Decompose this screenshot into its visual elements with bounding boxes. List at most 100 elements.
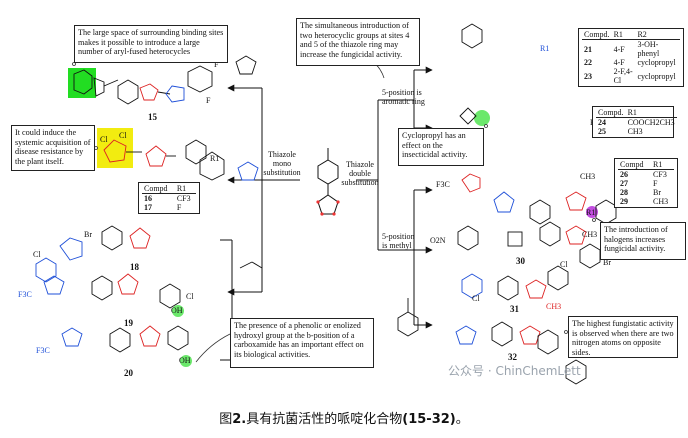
compound-number: 18 <box>130 262 139 272</box>
table-cell: 3-OH-phenyl <box>637 40 660 58</box>
atom-label: Cl <box>560 260 568 269</box>
compound-number: 15 <box>148 112 157 122</box>
atom-label: CH3 <box>580 172 596 181</box>
note-systemic-resistance: It could induce the systemic acquisition… <box>11 125 95 171</box>
table-header: Compd. <box>596 108 626 118</box>
table-row: 29 CH3 <box>618 197 674 206</box>
note-cyclopropyl: Cyclopropyl has an effect on the insecti… <box>398 128 484 166</box>
table-cell: 26 <box>620 170 628 179</box>
compound-number: 32 <box>508 352 517 362</box>
table-header: R1 <box>651 160 674 170</box>
table-header: Compd <box>142 184 175 194</box>
table-cell: 4-F <box>613 58 625 67</box>
table-row: 28 Br <box>618 188 674 197</box>
table-cell: 24 <box>598 118 606 127</box>
table-cell: CH3 <box>627 127 643 136</box>
atom-label: Cl <box>100 135 108 144</box>
label-mono-substitution: Thiazole mono substitution <box>263 150 301 177</box>
table-row: 23 2-F,4-Cl cyclopropyl <box>582 67 680 85</box>
atom-label: CH3 <box>546 302 562 311</box>
note-halogens: The introduction of halogens increases f… <box>600 222 686 260</box>
table-cell: F <box>653 179 658 188</box>
atom-label: Cl <box>33 250 41 259</box>
table-cell: 25 <box>598 127 606 136</box>
atom-label: Cl <box>186 292 194 301</box>
atom-label: F3C <box>436 180 450 189</box>
table-row: 22 4-F cyclopropyl <box>582 58 680 67</box>
note-heterocyclic-groups: The simultaneous introduction of two het… <box>296 18 420 66</box>
table-cell: 27 <box>620 179 628 188</box>
atom-label: OH <box>179 356 191 365</box>
table-cell: CH3 <box>653 197 669 206</box>
table-row: 17 F <box>142 203 196 212</box>
atom-label: CH3 <box>582 230 598 239</box>
compound-number: 19 <box>124 318 133 328</box>
atom-label: Br <box>603 258 611 267</box>
note-phenolic-hydroxyl: The presence of a phenolic or enolized h… <box>230 318 374 368</box>
table-cell: CF3 <box>176 194 191 203</box>
table-cell: 22 <box>584 58 592 67</box>
table-cell: Br <box>653 188 662 197</box>
atom-label: Br <box>84 230 92 239</box>
atom-label: F <box>214 60 219 69</box>
highlight-cyclopropyl <box>474 110 490 126</box>
highlight-oh-19 <box>172 305 184 317</box>
atom-label: Cl <box>472 294 480 303</box>
watermark: 公众号 · ChinChemLett <box>448 364 581 378</box>
atom-label: F <box>206 96 211 105</box>
caption-suffix: 。 <box>455 412 469 427</box>
figure-caption: 图2.具有抗菌活性的哌啶化合物(15-32)。 <box>0 408 688 427</box>
table-row: 24 COOCH2CH3 <box>596 118 677 127</box>
highlight-r1-26 <box>586 206 598 218</box>
tree-connectors <box>220 66 433 361</box>
atom-label: F3C <box>18 290 32 299</box>
caption-range: (15-32) <box>402 412 456 427</box>
caption-number: 2. <box>232 412 247 427</box>
table-cell: 17 <box>144 203 152 212</box>
compound-number: 20 <box>124 368 133 378</box>
center-core-structure <box>316 148 340 216</box>
atom-label: R1 <box>586 208 596 217</box>
caption-text: 具有抗菌活性的哌啶化合物 <box>246 412 403 427</box>
atom-label: R1 <box>210 154 220 163</box>
table-cell: 21 <box>584 44 592 54</box>
table-cell: COOCH2CH3 <box>627 118 675 127</box>
caption-prefix: 图 <box>219 412 233 427</box>
table-cell: 29 <box>620 197 628 206</box>
table-cell: 28 <box>620 188 628 197</box>
table-row: 25 CH3 <box>596 127 677 136</box>
label-double-substitution: Thiazole double substitution <box>341 160 379 187</box>
atom-label: R1 <box>540 44 550 53</box>
table-cell: cyclopropyl <box>637 71 676 81</box>
label-aromatic-ring: 5-position is aromatic ring <box>382 88 425 106</box>
table-header: Compd <box>618 160 652 170</box>
atom-label: O2N <box>430 236 446 245</box>
table-header: R1 <box>174 184 196 194</box>
table-cell: cyclopropyl <box>637 58 676 67</box>
table-compounds-24-25: Compd.R1 24 COOCH2CH3 25 CH3 <box>592 106 677 138</box>
table-header: R1 <box>611 30 636 40</box>
highlight-oh-20 <box>180 355 192 367</box>
table-row: 16 CF3 <box>142 194 196 203</box>
table-row: 21 4-F 3-OH-phenyl <box>582 40 680 58</box>
note-nitrogen-atoms: The highest fungistatic activity is obse… <box>568 316 678 358</box>
table-header: R1 <box>625 108 677 118</box>
table-header: Compd. <box>582 30 612 40</box>
table-header: R2 <box>635 30 680 40</box>
molecule-sketches <box>35 23 617 385</box>
label-methyl: 5-position is methyl <box>382 232 415 250</box>
atom-label: F3C <box>36 346 50 355</box>
table-cell: 16 <box>144 194 152 203</box>
compound-number: 30 <box>516 256 525 266</box>
table-row: 27 F <box>618 179 674 188</box>
table-cell: 23 <box>584 71 592 81</box>
compound-number: 31 <box>510 304 519 314</box>
table-cell: 4-F <box>613 44 625 54</box>
table-cell: F <box>176 203 182 212</box>
table-cell: 2-F,4-Cl <box>613 67 633 85</box>
